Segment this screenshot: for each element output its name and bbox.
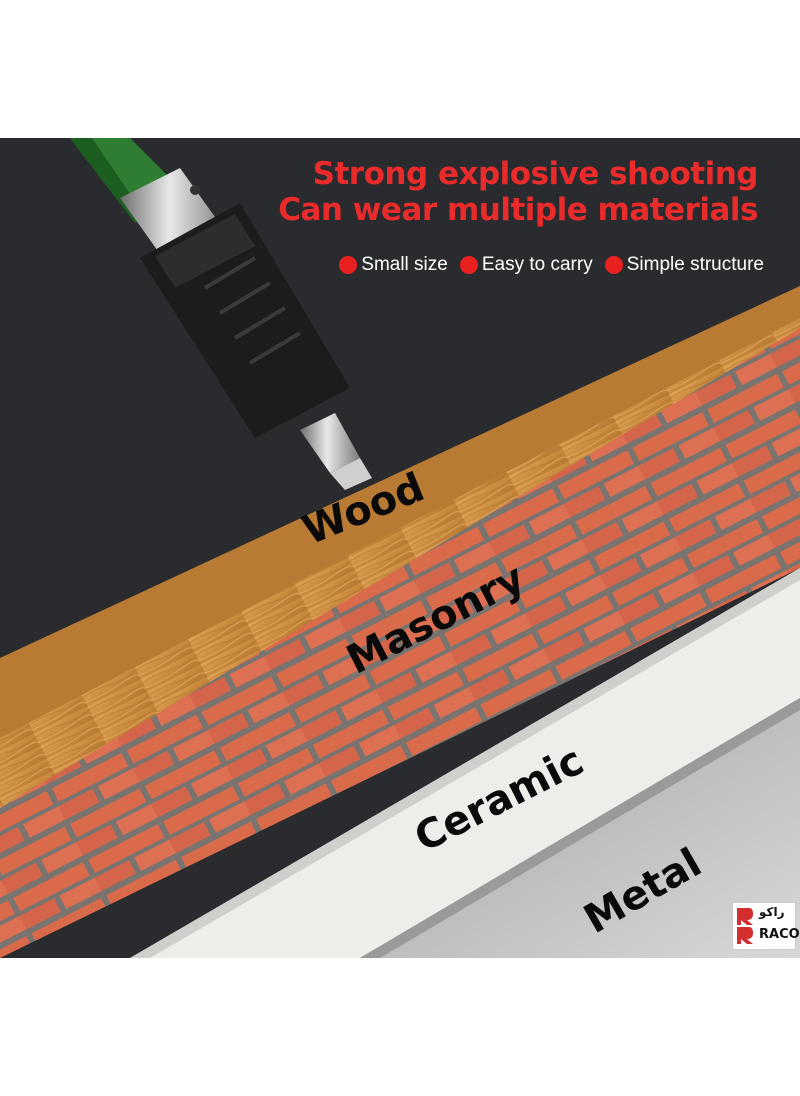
headline-line-1: Strong explosive shooting	[312, 156, 759, 192]
bullet-icon	[339, 256, 358, 274]
bullet-icon	[459, 256, 478, 274]
bullet-icon	[604, 256, 623, 274]
headline-line-2: Can wear multiple materials	[278, 192, 758, 228]
feature-label: Easy to carry	[481, 254, 593, 275]
feature-small-size: Small size	[339, 254, 448, 276]
feature-list: Small size Easy to carry Simple structur…	[339, 254, 764, 276]
logo-arabic-text: راكو	[759, 905, 785, 919]
product-scene: Strong explosive shooting Can wear multi…	[0, 138, 800, 958]
feature-label: Simple structure	[626, 254, 764, 275]
logo-latin-text: RACO	[759, 927, 800, 942]
feature-simple-structure: Simple structure	[604, 254, 764, 276]
headline: Strong explosive shooting Can wear multi…	[278, 156, 758, 228]
feature-label: Small size	[361, 254, 448, 275]
materials-illustration	[0, 138, 800, 958]
feature-easy-to-carry: Easy to carry	[459, 254, 593, 276]
raco-logo-mark	[737, 908, 753, 944]
raco-logo: راكو RACO	[732, 902, 800, 950]
